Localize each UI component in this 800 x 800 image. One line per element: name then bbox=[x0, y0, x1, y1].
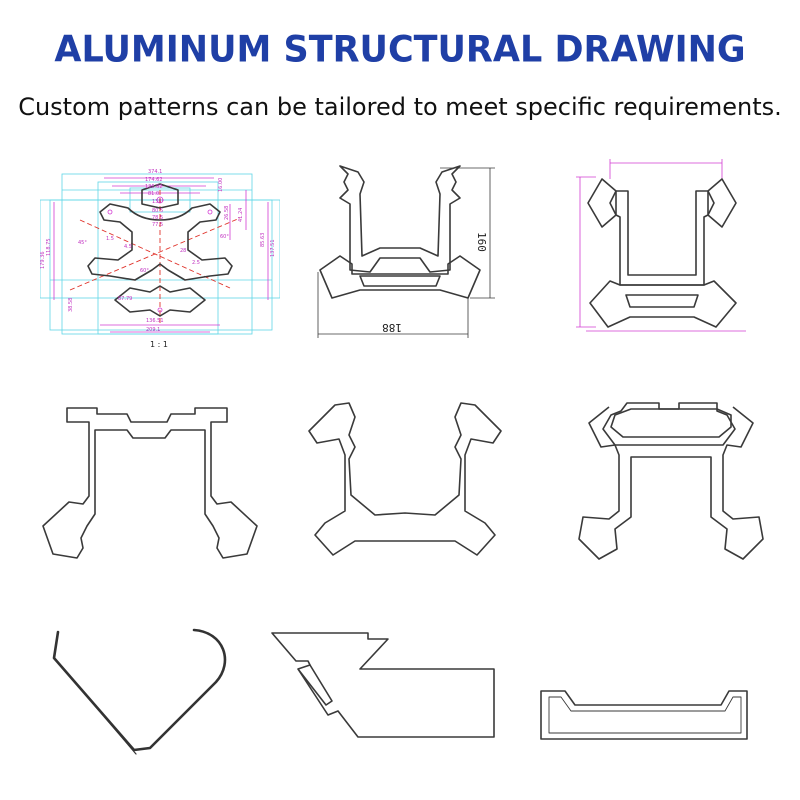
dim-label: 38.58 bbox=[68, 298, 74, 312]
dim-label: 179.36 bbox=[40, 252, 46, 270]
dim-label: 87.79 bbox=[118, 296, 132, 302]
dim-label: 118.75 bbox=[46, 239, 52, 257]
profile-outline bbox=[587, 178, 737, 328]
profile-shape-8 bbox=[268, 625, 503, 745]
magenta-dimension-lines bbox=[53, 177, 269, 333]
profile-shape-4 bbox=[35, 400, 265, 565]
page-subtitle: Custom patterns can be tailored to meet … bbox=[18, 93, 782, 121]
dim-label: 4.5 bbox=[124, 244, 132, 250]
dim-label: 174.62 bbox=[145, 177, 163, 183]
dim-label: 136.51 bbox=[146, 318, 164, 324]
dim-label: 209.1 bbox=[146, 327, 160, 333]
scale-label: 1 : 1 bbox=[150, 340, 168, 349]
dim-label: 1.5 bbox=[106, 236, 114, 242]
dim-label: 77.5 bbox=[152, 222, 163, 228]
dim-label: 374.1 bbox=[148, 169, 162, 175]
dim-label: 45° bbox=[78, 240, 87, 246]
dim-label: 136.62 bbox=[145, 184, 163, 190]
dim-label: 28 bbox=[180, 248, 186, 254]
page-title: ALUMINUM STRUCTURAL DRAWING bbox=[54, 29, 746, 71]
profile-shape-6 bbox=[575, 393, 775, 568]
magenta-dimension-lines bbox=[576, 159, 746, 332]
dim-label: 78.5 bbox=[152, 215, 163, 221]
cad-drawing-1: 374.1 174.62 136.62 81.0 138° 80.5 78.5 … bbox=[40, 160, 280, 355]
dim-label: 81.0 bbox=[148, 191, 159, 197]
dim-label: 138° bbox=[152, 199, 165, 205]
height-dimension-label: 160 bbox=[475, 232, 488, 252]
profile-shape-5 bbox=[305, 395, 505, 570]
dim-label: 137.51 bbox=[270, 240, 276, 258]
dim-label: 16.00 bbox=[218, 178, 224, 192]
dimension-lines bbox=[317, 167, 495, 338]
profile-outline bbox=[319, 165, 481, 299]
dim-label: 60° bbox=[220, 234, 229, 240]
dim-label: 26.58 bbox=[224, 206, 230, 220]
profile-drawing-2: 160 188 bbox=[300, 160, 500, 345]
cad-profile-outlines bbox=[87, 183, 233, 317]
dimension-labels: 374.1 174.62 136.62 81.0 138° 80.5 78.5 … bbox=[40, 169, 276, 333]
dim-label: 80.5 bbox=[152, 208, 163, 214]
dim-label: 60° bbox=[140, 268, 149, 274]
width-dimension-label: 188 bbox=[382, 321, 402, 334]
profile-shape-7 bbox=[38, 618, 238, 763]
dim-label: 41.24 bbox=[238, 208, 244, 222]
profile-drawing-3 bbox=[570, 155, 755, 340]
dim-label: 85.63 bbox=[260, 233, 266, 247]
profile-shape-9 bbox=[535, 685, 755, 745]
dim-label: 2.5 bbox=[192, 260, 200, 266]
